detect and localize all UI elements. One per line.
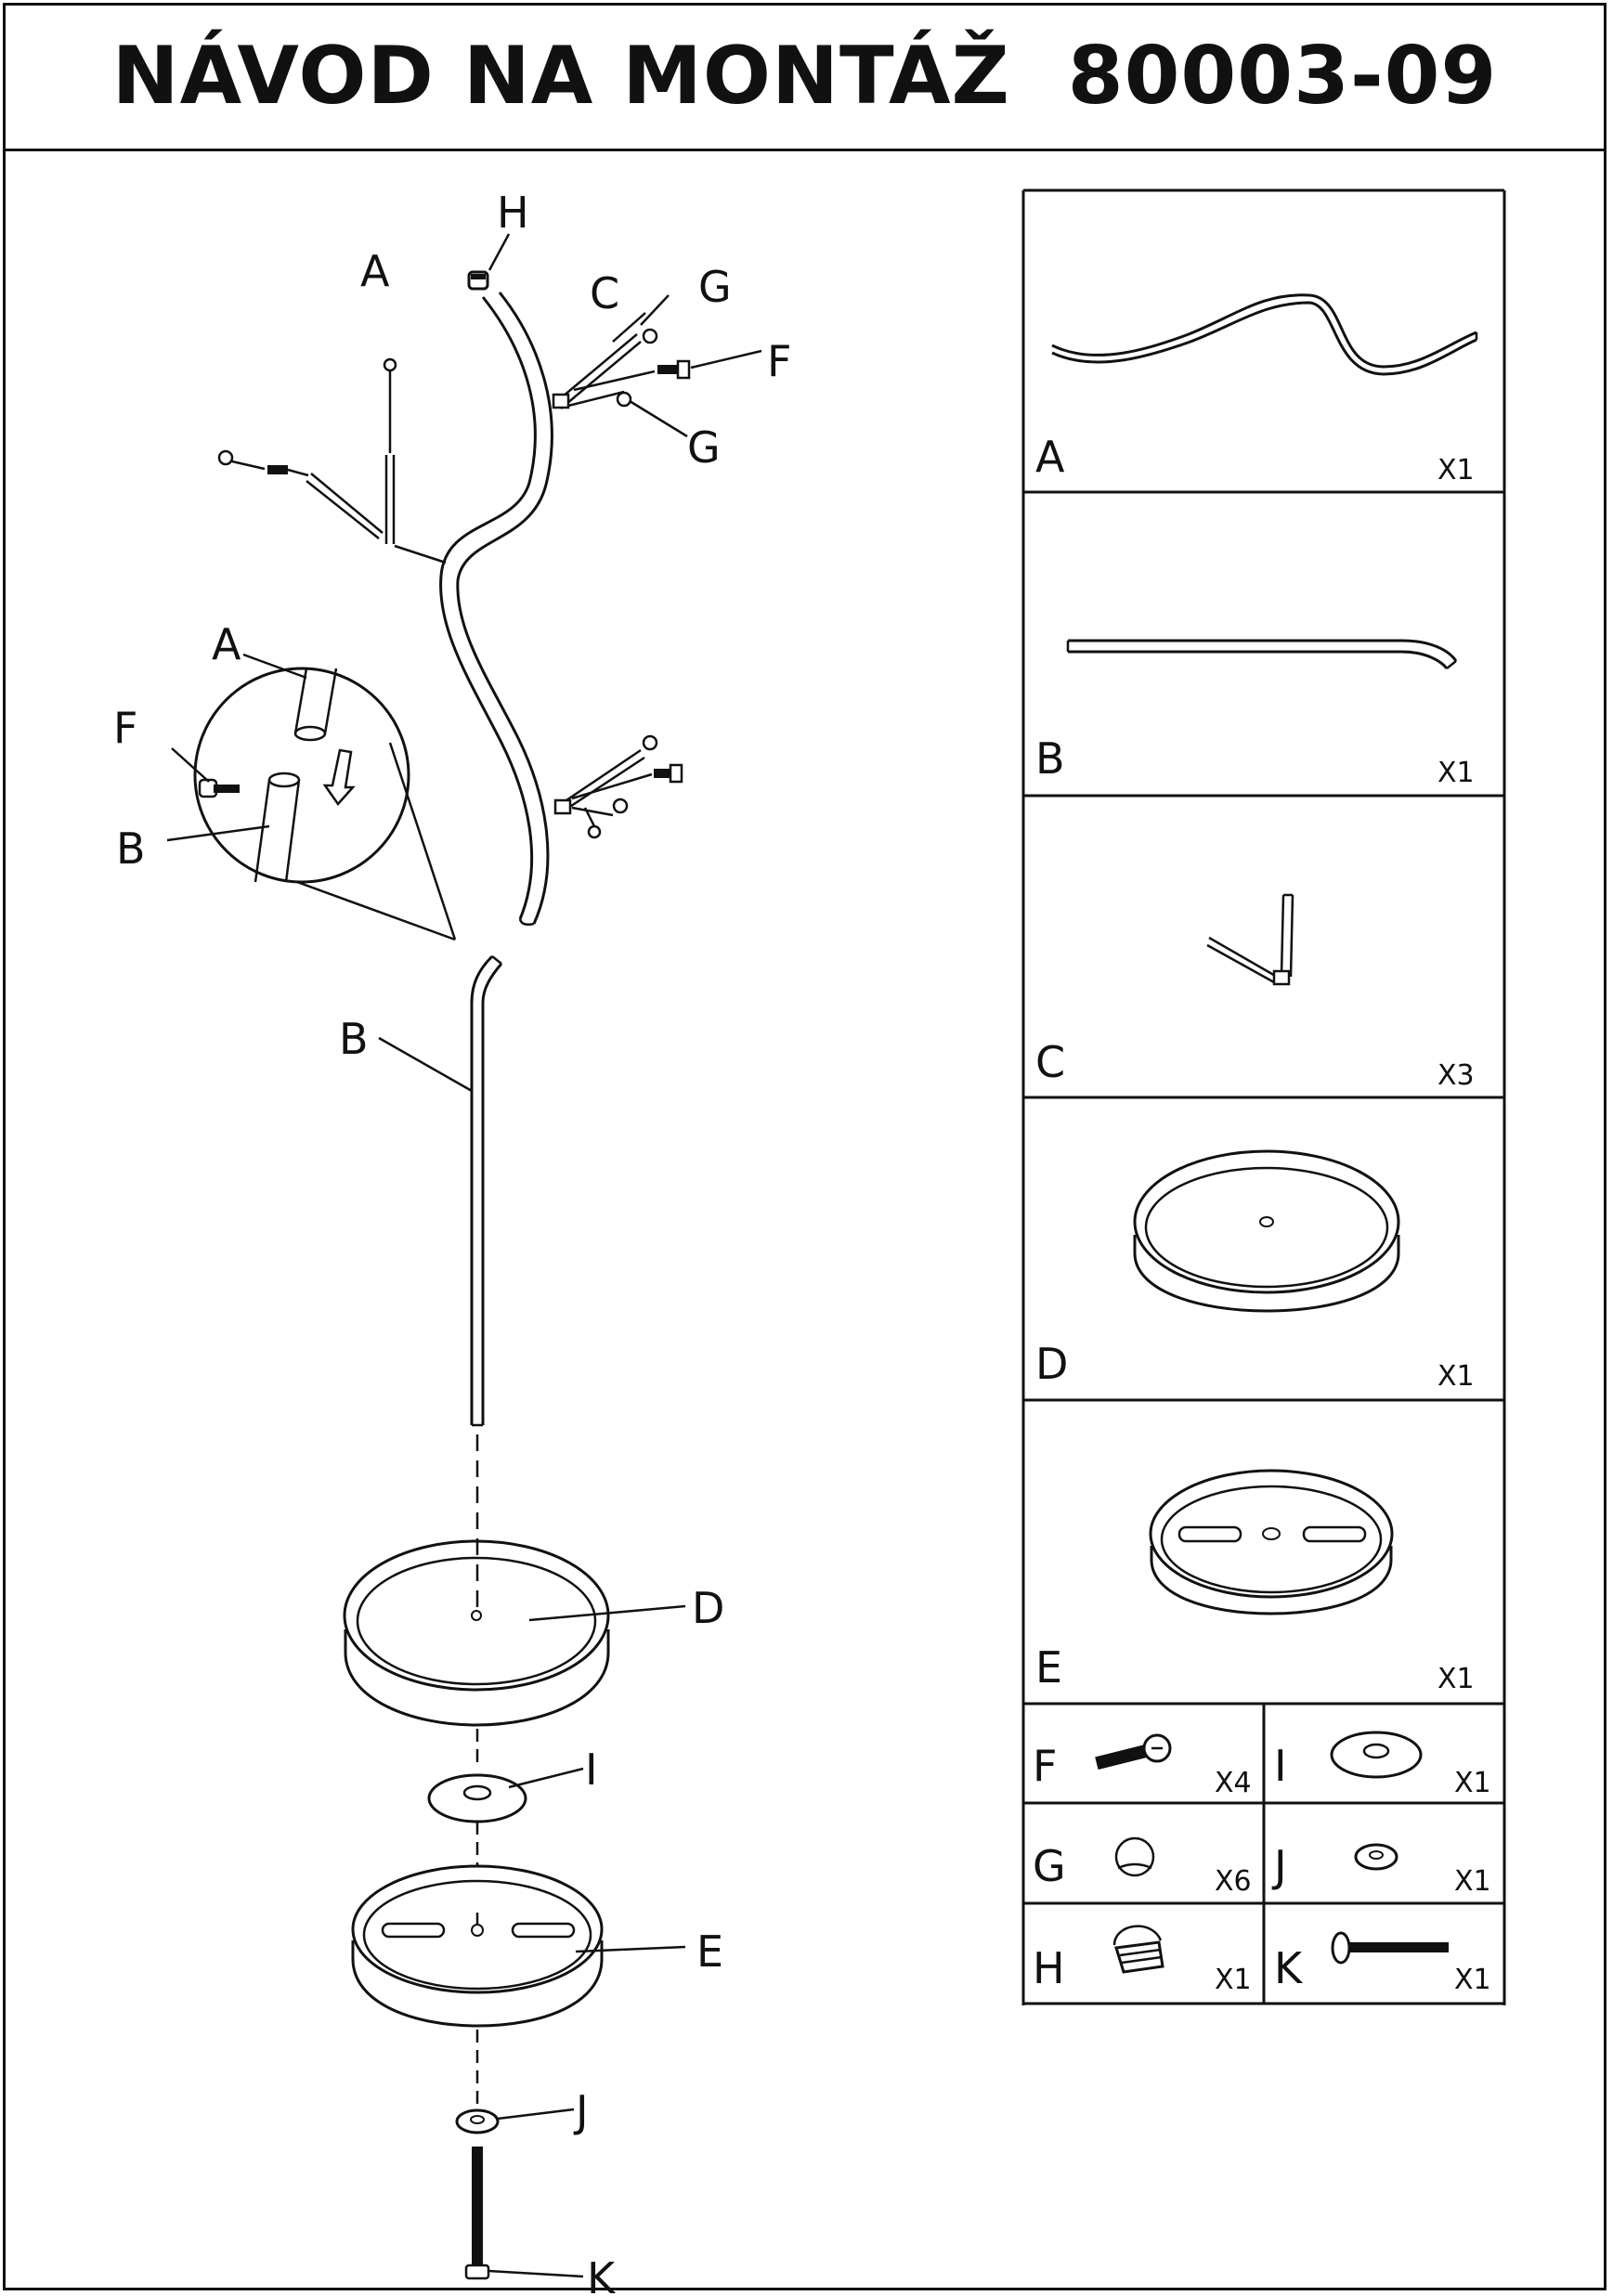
detail-label-b: B	[116, 824, 146, 874]
part-a-letter: A	[1035, 432, 1065, 482]
part-d-letter: D	[1035, 1339, 1068, 1389]
label-h: H	[497, 188, 529, 238]
part-row-e: E X1	[1035, 1469, 1475, 1695]
label-g-upper: G	[698, 262, 732, 312]
part-d-qty: X1	[1437, 1360, 1475, 1393]
part-b-letter: B	[1035, 733, 1065, 784]
hardware-j: J X1	[1271, 1841, 1491, 1898]
part-row-c: C X3	[1035, 893, 1475, 1092]
assembled-washer-i	[427, 1767, 584, 1866]
label-b: B	[339, 1014, 369, 1064]
label-f: F	[767, 336, 791, 386]
assembled-bolt-k	[464, 2147, 584, 2280]
hardware-g-qty: X6	[1215, 1865, 1252, 1898]
part-c-qty: X3	[1437, 1059, 1475, 1092]
hardware-g: G X6	[1033, 1836, 1252, 1898]
upper-hook-assembly	[552, 294, 762, 438]
assembled-base-d	[343, 1539, 686, 1769]
page-title: NÁVOD NA MONTÁŽ 80003-09	[111, 29, 1498, 123]
hardware-h-qty: X1	[1215, 1964, 1252, 1996]
part-b-qty: X1	[1437, 757, 1475, 789]
hardware-f-qty: X4	[1215, 1767, 1252, 1799]
label-j: J	[573, 2086, 589, 2136]
assembled-base-e	[351, 1864, 686, 2106]
hardware-i: I X1	[1274, 1731, 1491, 1799]
part-row-d: D X1	[1035, 1149, 1475, 1393]
part-row-a: A X1	[1035, 293, 1478, 486]
hardware-h-letter: H	[1033, 1943, 1065, 1993]
detail-label-f: F	[113, 703, 137, 753]
part-a-qty: X1	[1437, 454, 1475, 486]
end-cap-h	[467, 233, 511, 291]
hardware-f: F X4	[1033, 1733, 1252, 1799]
part-row-b: B X1	[1035, 639, 1475, 789]
part-c-letter: C	[1035, 1037, 1065, 1087]
hardware-k: K X1	[1274, 1931, 1491, 1996]
assembled-washer-j	[455, 2108, 575, 2134]
hardware-k-qty: X1	[1454, 1964, 1491, 1996]
label-i: I	[585, 1745, 598, 1795]
hardware-j-qty: X1	[1454, 1865, 1491, 1898]
hardware-k-letter: K	[1274, 1943, 1304, 1993]
detail-callout	[166, 653, 457, 941]
label-c: C	[590, 268, 619, 318]
hardware-j-letter: J	[1271, 1841, 1287, 1891]
label-g-lower: G	[687, 422, 721, 473]
hardware-f-letter: F	[1033, 1741, 1057, 1791]
label-a: A	[360, 246, 390, 296]
page-border	[3, 3, 1606, 2290]
part-e-qty: X1	[1437, 1663, 1475, 1695]
part-e-letter: E	[1035, 1642, 1062, 1693]
hardware-i-qty: X1	[1454, 1767, 1491, 1799]
label-k: K	[587, 2253, 617, 2296]
hardware-g-letter: G	[1033, 1841, 1066, 1891]
assembly-diagram: H A C G F G A F B B D I E J K	[113, 188, 791, 2296]
left-hook-assembly	[217, 357, 447, 564]
parts-list: A X1 B X1 C X3	[1021, 188, 1506, 2005]
detail-label-a: A	[212, 619, 241, 669]
lower-hook-assembly	[553, 734, 683, 839]
label-d: D	[692, 1583, 724, 1633]
label-e: E	[696, 1926, 723, 1977]
hardware-h: H X1	[1033, 1925, 1252, 1996]
title-band: NÁVOD NA MONTÁŽ 80003-09	[3, 3, 1606, 151]
assembled-arm-a	[439, 292, 553, 927]
assembled-pole-b	[378, 954, 503, 1615]
hardware-i-letter: I	[1274, 1741, 1287, 1791]
